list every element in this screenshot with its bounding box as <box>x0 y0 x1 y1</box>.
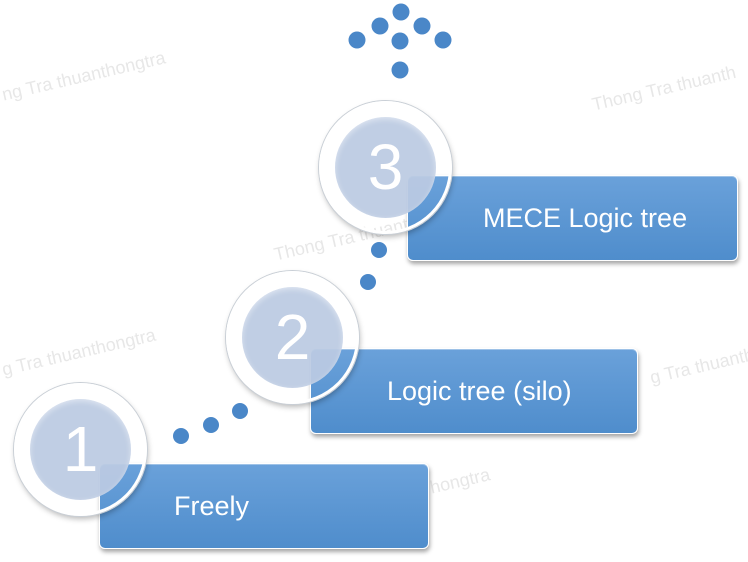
step-2-label: Logic tree (silo) <box>387 375 572 406</box>
connector-dot-2-3 <box>371 242 387 258</box>
connector-dot-1-2 <box>232 403 248 419</box>
step-1-circle: 1 <box>14 383 147 516</box>
step-1-number: 1 <box>62 413 99 485</box>
step-3-bar: MECE Logic tree <box>407 175 738 261</box>
connector-dot-2-3 <box>360 274 376 290</box>
step-3-label: MECE Logic tree <box>483 202 688 233</box>
connector-dot-1-2 <box>173 428 189 444</box>
step-3-number: 3 <box>367 131 404 203</box>
step-1-bar: Freely <box>99 463 429 549</box>
connector-dot-1-2 <box>203 417 219 433</box>
step-2-bar: Logic tree (silo) <box>310 348 638 434</box>
step-2-circle: 2 <box>226 271 359 404</box>
step-1-label: Freely <box>174 490 250 521</box>
step-2-number: 2 <box>274 301 311 373</box>
step-3-circle: 3 <box>319 101 452 234</box>
arrow-up-icon <box>348 3 452 79</box>
